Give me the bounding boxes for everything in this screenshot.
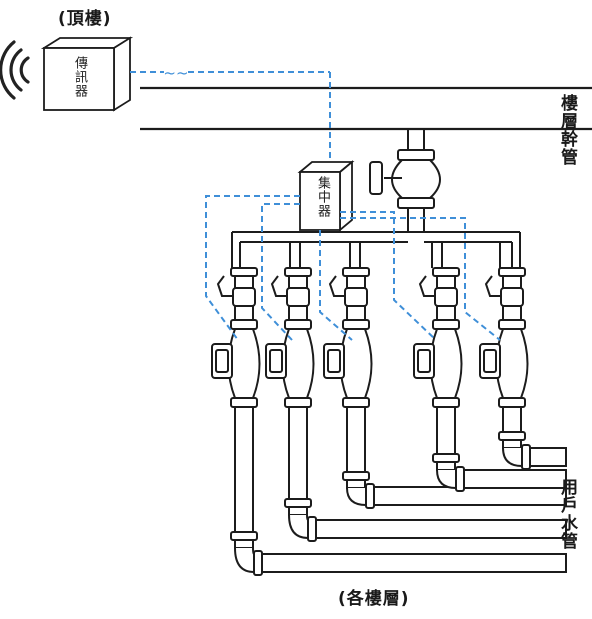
- transmitter-box: [40, 36, 134, 112]
- user-pipe-label: 用戶水管: [557, 478, 577, 550]
- signal-wire-1: [205, 195, 300, 341]
- meter-assembly: [211, 267, 567, 576]
- concentrator-box: [297, 160, 355, 232]
- signal-wire-5: [340, 217, 501, 341]
- signal-wire-3: [319, 230, 353, 341]
- meter-assembly: [323, 267, 567, 509]
- meter-assembly: [413, 267, 567, 492]
- trunk-pipe-label: 樓層幹管: [557, 94, 577, 166]
- concentrator-label: 集中器: [315, 176, 330, 218]
- meter-assembly: [265, 267, 567, 542]
- top-pipes: [140, 86, 592, 131]
- wireless-link-tilde: ~~: [163, 64, 188, 82]
- distribution-manifold: [231, 231, 521, 268]
- wireless-signal-icon: [0, 40, 30, 100]
- signal-wire-2: [261, 203, 300, 341]
- main-valve-assembly: [369, 129, 441, 232]
- each-floor-label: (各樓層): [338, 589, 410, 609]
- signal-wires: [205, 195, 501, 341]
- meter-group: [211, 267, 567, 576]
- signal-wire-4: [340, 211, 437, 341]
- wireless-link: [130, 71, 331, 168]
- meter-assembly: [479, 267, 567, 470]
- top-floor-label: (頂樓): [58, 9, 112, 29]
- transmitter-label: 傳訊器: [72, 56, 87, 98]
